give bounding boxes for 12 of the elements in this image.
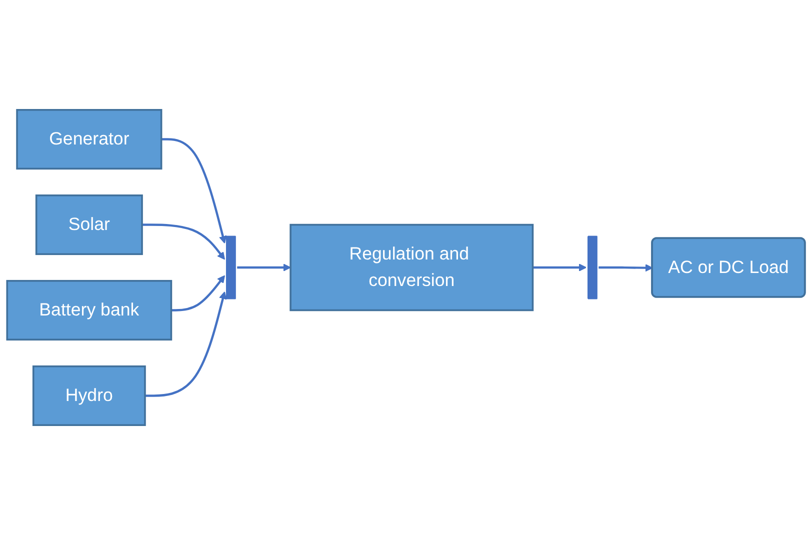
node-box: Solar bbox=[35, 194, 143, 256]
node-box: Hydro bbox=[32, 365, 146, 426]
arrow bbox=[161, 138, 227, 244]
node-box: Battery bank bbox=[6, 280, 172, 341]
arrow bbox=[171, 275, 225, 312]
arrow bbox=[144, 291, 227, 397]
node-box: Generator bbox=[16, 109, 162, 170]
arrow bbox=[237, 264, 291, 272]
arrow bbox=[532, 264, 587, 272]
arrow bbox=[598, 264, 653, 272]
arrow bbox=[142, 224, 225, 260]
node-box: Regulation and conversion bbox=[290, 224, 534, 312]
